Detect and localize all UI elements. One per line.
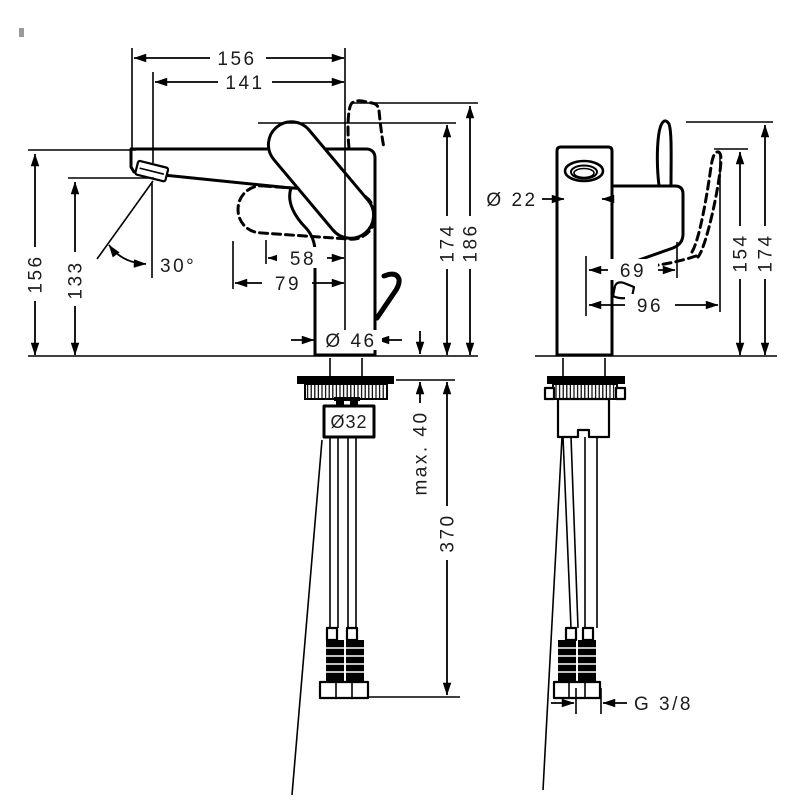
handle-blade-open-dashed [690, 150, 723, 259]
dim-base-diameter: Ø 46 [325, 331, 376, 352]
seal-washer-left [297, 376, 394, 384]
handle-blade-solid [655, 119, 673, 188]
angle-arc [108, 244, 147, 268]
mounting-assembly-right [543, 358, 627, 439]
pullrod-knob-side [374, 271, 402, 321]
dim-spout-width-outer: 156 [217, 49, 256, 70]
dim-height-186: 186 [461, 223, 482, 262]
mount-hole-box [322, 404, 376, 439]
pull-rod-right [542, 436, 563, 791]
dim-offset-96: 96 [637, 296, 663, 317]
pull-rod-left [291, 439, 323, 796]
dim-max-counter-thickness: max. 40 [411, 410, 432, 495]
mounting-nut-left [304, 383, 388, 400]
handle-raised-solid [266, 120, 376, 240]
hoses-left [291, 437, 359, 796]
hose-connectors-right [552, 640, 602, 700]
dim-thread-size: G 3/8 [634, 694, 693, 715]
dim-mount-hole-diameter: Ø32 [330, 412, 367, 432]
dim-height-left-outer: 156 [26, 254, 47, 293]
seal-washer-right [547, 376, 625, 384]
dim-height-174-left: 174 [438, 223, 459, 262]
handle-open-dashed [346, 99, 386, 150]
left-figure-side-view [28, 99, 478, 796]
dim-height-154: 154 [731, 233, 752, 272]
dimension-lines: 156 141 156 133 30° 58 79 Ø 46 174 186 3… [25, 47, 777, 715]
hex-nut-left [318, 680, 370, 700]
dim-offset-79: 79 [275, 274, 301, 295]
mounting-assembly-left [297, 358, 394, 439]
dim-offset-58: 58 [290, 249, 316, 270]
hoses-right [542, 436, 598, 791]
scan-artifact-mark [19, 28, 24, 37]
dim-aerator-diameter: Ø 22 [486, 190, 537, 211]
mounting-nut-right [552, 383, 618, 400]
dim-height-left-inner: 133 [66, 260, 87, 299]
hose-connectors-left [318, 640, 370, 700]
handle-housing-front [610, 184, 685, 269]
dim-spout-width-inner: 141 [225, 73, 264, 94]
dim-hose-length: 370 [438, 513, 459, 552]
hex-nut-right [552, 680, 602, 700]
dim-angle: 30° [160, 256, 196, 277]
dim-height-174-right: 174 [756, 233, 777, 272]
aerator-front [563, 159, 605, 183]
mount-block-right [556, 397, 611, 439]
dim-offset-69: 69 [620, 261, 646, 282]
